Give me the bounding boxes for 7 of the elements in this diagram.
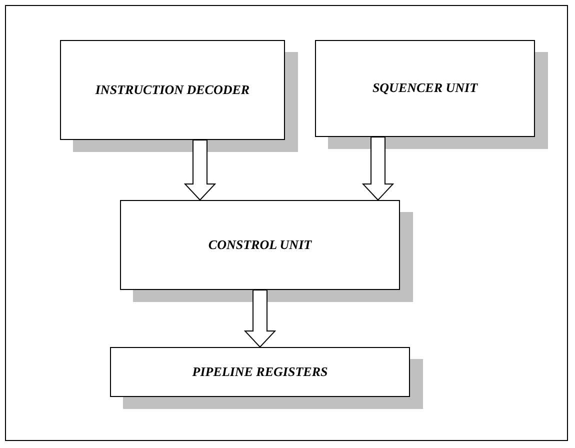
box-label: INSTRUCTION DECODER	[94, 82, 251, 98]
block-arrow	[362, 136, 394, 201]
box-label: PIPELINE REGISTERS	[191, 364, 329, 380]
block-arrow	[184, 140, 216, 201]
box-label: SQUENCER UNIT	[371, 80, 479, 97]
box-label: CONSTROL UNIT	[207, 236, 313, 254]
block-arrow	[244, 290, 276, 348]
